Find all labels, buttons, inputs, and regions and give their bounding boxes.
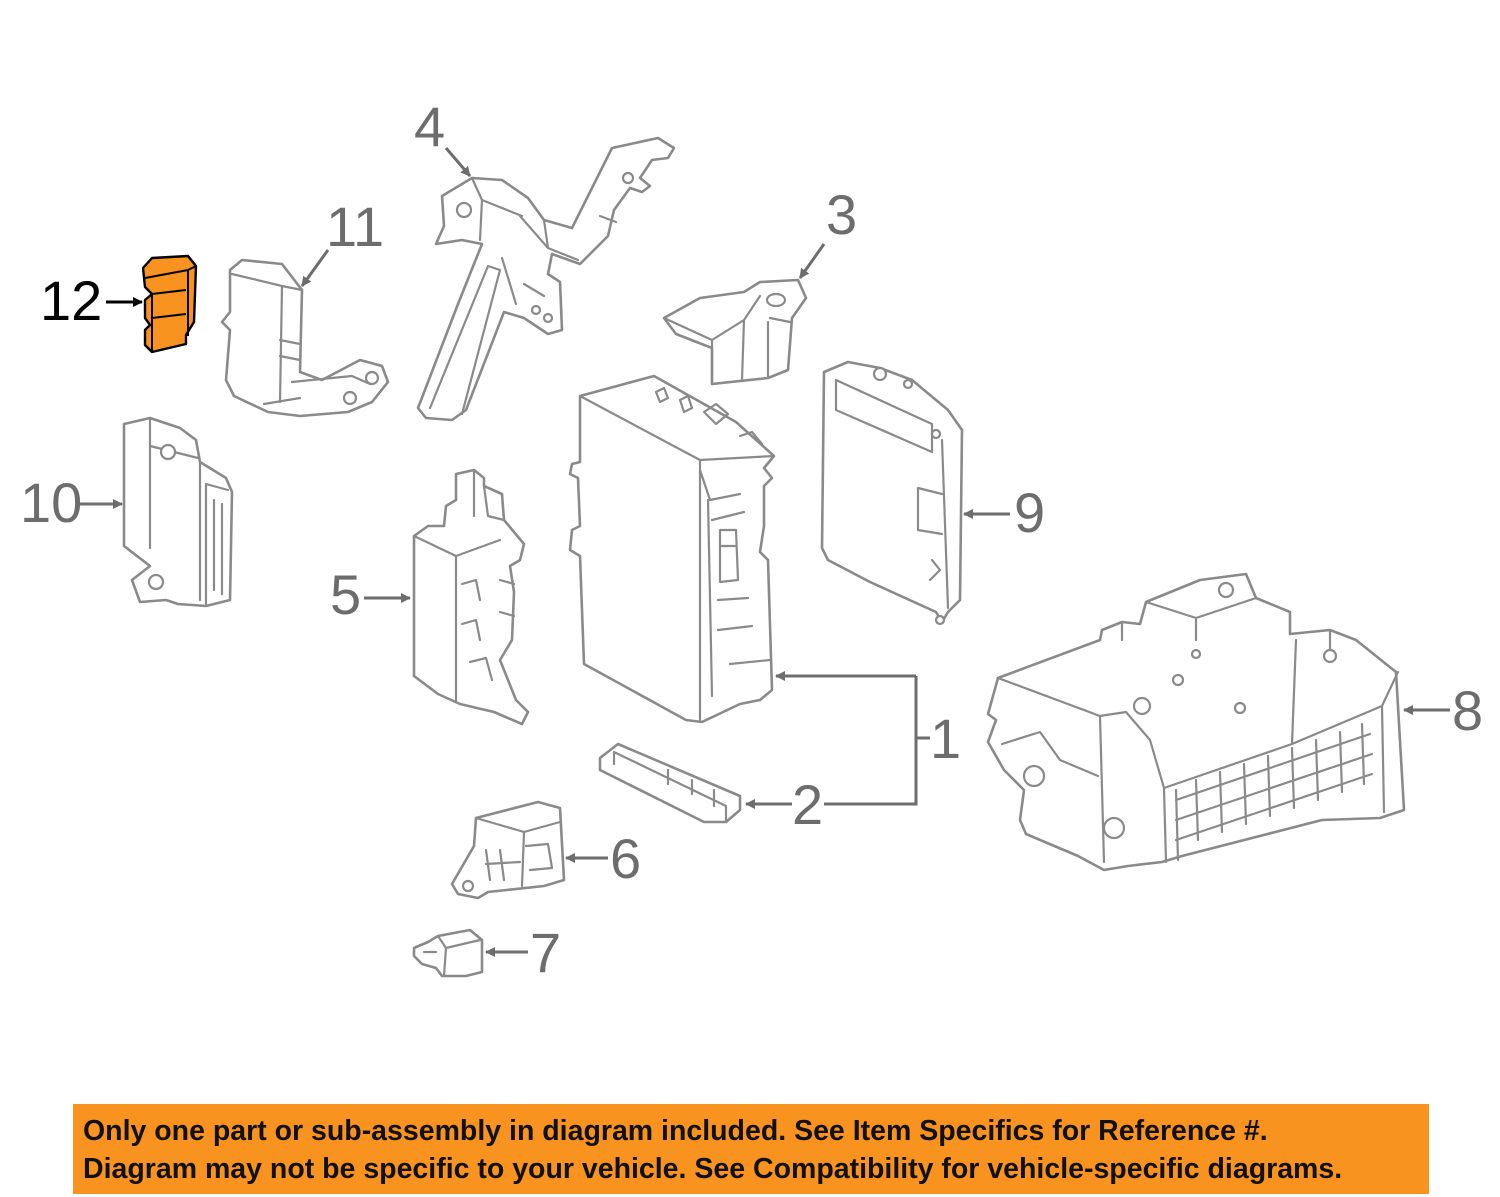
callout-12: 12: [40, 269, 102, 332]
part-2-cover[interactable]: [598, 742, 742, 824]
callout-6: 6: [610, 827, 641, 890]
part-4-bracket[interactable]: [416, 136, 676, 422]
part-8-fuse-box[interactable]: [986, 572, 1406, 872]
part-7-relay[interactable]: [412, 928, 484, 978]
part-3-bracket[interactable]: [662, 278, 808, 386]
callout-4: 4: [414, 95, 445, 158]
callout-labels: 4 3 11 12 10 5 9 8 1 2 6 7: [20, 95, 1483, 984]
callout-5: 5: [330, 563, 361, 626]
callout-1: 1: [930, 707, 961, 770]
callout-10: 10: [20, 471, 82, 534]
parts-diagram: 4 3 11 12 10 5 9 8 1 2 6 7: [20, 95, 1483, 984]
part-9-control-module[interactable]: [820, 360, 964, 626]
part-1-junction-block[interactable]: [568, 374, 776, 724]
leader-lines: [80, 147, 1450, 957]
callout-2: 2: [792, 773, 823, 836]
callout-9: 9: [1014, 481, 1045, 544]
part-5-connector-block[interactable]: [412, 468, 530, 726]
part-10-module[interactable]: [122, 416, 234, 608]
notice-line-2: Diagram may not be specific to your vehi…: [83, 1153, 1343, 1185]
callout-3: 3: [826, 183, 857, 246]
notice-line-1: Only one part or sub-assembly in diagram…: [83, 1115, 1268, 1147]
part-11-relay-bracket[interactable]: [220, 258, 390, 418]
callout-8: 8: [1452, 679, 1483, 742]
callout-7: 7: [530, 921, 561, 984]
part-6-relay-holder[interactable]: [450, 800, 566, 900]
notice-banner: Only one part or sub-assembly in diagram…: [73, 1104, 1429, 1194]
callout-11: 11: [326, 195, 384, 258]
part-12-relay[interactable]: [141, 254, 198, 354]
